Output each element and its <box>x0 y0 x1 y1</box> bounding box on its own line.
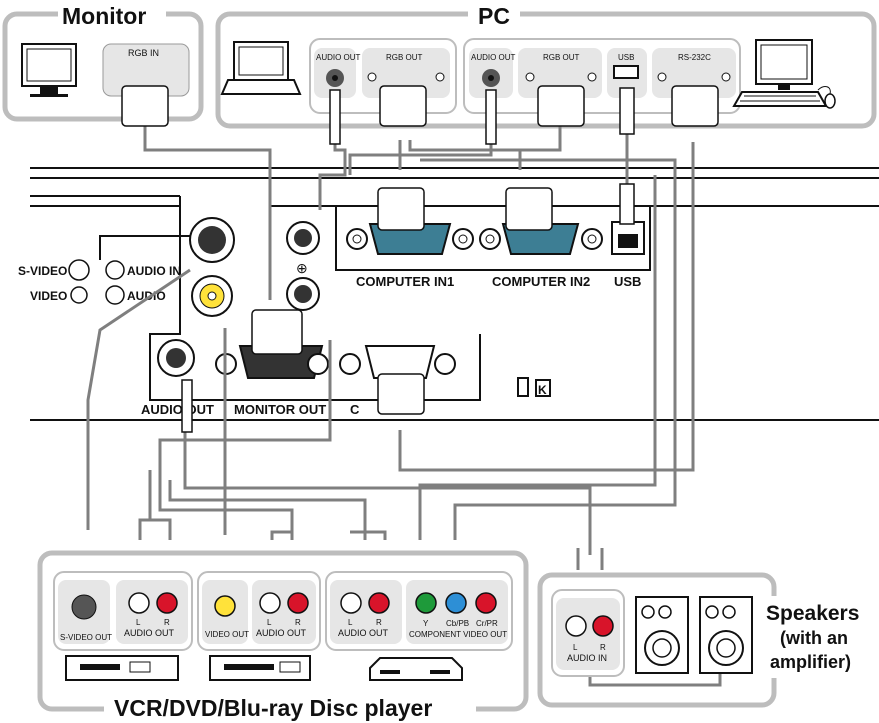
vcr-audio-out-label-2: AUDIO OUT <box>256 628 307 638</box>
vcr-title: VCR/DVD/Blu-ray Disc player <box>114 695 432 721</box>
projector-audio-in-jack <box>286 221 320 255</box>
kensington-lock-icon: K <box>517 377 551 397</box>
vcr-audio-out-port-2: L R AUDIO OUT <box>252 580 316 644</box>
audio-in-plus-icon: ⊕ <box>296 260 308 276</box>
monitor-title: Monitor <box>62 3 146 29</box>
speakers-title-line3: amplifier) <box>770 652 851 672</box>
vcr-audio-out-label-3: AUDIO OUT <box>338 628 389 638</box>
pc-usb-port: USB <box>607 48 647 98</box>
speaker-r-label: R <box>600 643 606 652</box>
speakers-title-line2: (with an <box>780 628 848 648</box>
projector-panel <box>30 167 879 421</box>
pc-title: PC <box>478 3 510 29</box>
speaker-audio-in-label: AUDIO IN <box>567 653 607 663</box>
vcr-l3-label: L <box>348 618 353 627</box>
monitor-out-label: MONITOR OUT <box>234 402 326 417</box>
monitor-rgb-in-label: RGB IN <box>128 48 159 58</box>
projector-usb-label: USB <box>614 274 641 289</box>
vcr-r3-label: R <box>376 618 382 627</box>
speakers-title-bg <box>760 596 878 678</box>
vcr-audio-out-port-1: L R AUDIO OUT <box>116 580 188 644</box>
vcr-y-label: Y <box>423 619 429 628</box>
pc-title-bg <box>468 2 520 30</box>
pc-rgb-out-label-2: RGB OUT <box>543 53 580 62</box>
dvd-device-icon <box>209 655 311 681</box>
bluray-device-icon <box>369 657 463 681</box>
laptop-icon <box>220 41 302 95</box>
desktop-computer-icon <box>732 39 836 109</box>
monitor-icon <box>21 43 77 97</box>
vcr-cb-pb-label: Cb/PB <box>446 619 469 628</box>
computer-in1-port <box>346 223 474 255</box>
cable-connectors <box>121 85 719 433</box>
svideo-legend <box>68 235 190 305</box>
pc-audio-out-label-2: AUDIO OUT <box>471 53 516 62</box>
vcr-video-out-label: VIDEO OUT <box>205 630 249 639</box>
pc-audio-out-port-2: AUDIO OUT <box>469 48 516 98</box>
vcr-device-icon <box>65 655 179 681</box>
pc-rs232c-label: RS-232C <box>678 53 711 62</box>
computer-in1-label: COMPUTER IN1 <box>356 274 454 289</box>
vcr-audio-out-port-3: L R AUDIO OUT <box>330 580 402 644</box>
svg-text:K: K <box>538 383 547 397</box>
speaker-left-icon <box>635 596 689 674</box>
computer-in2-port <box>479 223 603 255</box>
vcr-l1-label: L <box>136 618 141 627</box>
vcr-s-video-out-label: S-VIDEO OUT <box>60 633 112 642</box>
pc-audio-out-label-1: AUDIO OUT <box>316 53 361 62</box>
vcr-title-bg <box>104 693 476 723</box>
vcr-component-video-out-port: Y Cb/PB Cr/PR COMPONENT VIDEO OUT <box>406 580 508 644</box>
speakers-title-line1: Speakers <box>766 602 859 625</box>
speaker-right-icon <box>699 596 753 674</box>
speaker-l-label: L <box>573 643 578 652</box>
vcr-r2-label: R <box>295 618 301 627</box>
projector-audio-out-jack-top <box>286 277 320 311</box>
vcr-r1-label: R <box>164 618 170 627</box>
control-label: C <box>350 402 360 417</box>
speaker-audio-in-port: L R AUDIO IN <box>556 598 620 670</box>
s-video-label: S-VIDEO <box>18 264 67 278</box>
audio-in-label: AUDIO IN <box>127 264 181 278</box>
s-video-port <box>189 217 235 263</box>
vcr-audio-out-label-1: AUDIO OUT <box>124 628 175 638</box>
vcr-s-video-out-port: S-VIDEO OUT <box>58 580 112 644</box>
projector-audio-out-label: AUDIO OUT <box>141 402 214 417</box>
vcr-video-out-port: VIDEO OUT <box>202 580 249 644</box>
pc-rgb-out-label-1: RGB OUT <box>386 53 423 62</box>
vcr-l2-label: L <box>267 618 272 627</box>
pc-usb-label: USB <box>618 53 634 62</box>
vcr-cr-pr-label: Cr/PR <box>476 619 498 628</box>
video-label: VIDEO <box>30 289 67 303</box>
video-port <box>191 275 233 317</box>
pc-audio-out-port-1: AUDIO OUT <box>314 48 361 98</box>
projector-audio-out-jack <box>157 339 195 377</box>
vcr-component-video-out-label: COMPONENT VIDEO OUT <box>409 630 507 639</box>
monitor-title-bg <box>58 2 166 30</box>
control-port <box>339 345 456 379</box>
computer-in2-label: COMPUTER IN2 <box>492 274 590 289</box>
projector-usb-port <box>611 221 645 255</box>
